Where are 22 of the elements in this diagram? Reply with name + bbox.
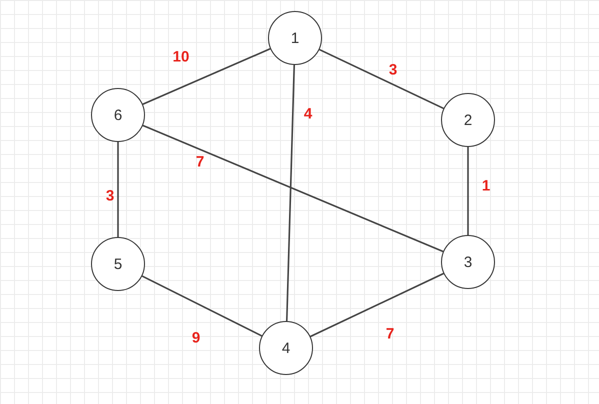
edge-weight: 10 [172,48,190,66]
graph-node: 1 [268,11,322,65]
edge-weight: 3 [106,188,114,204]
connector-line [286,64,296,322]
connector-line [467,147,469,235]
edge-weight: 7 [196,154,204,170]
connector-line [117,142,119,237]
connector-line [142,48,271,105]
graph-node: 2 [441,93,495,147]
edge-weight: 4 [304,106,312,122]
connector-line [142,275,262,337]
edge-weight: 1 [482,178,490,194]
edge-weight: 9 [192,330,200,346]
graph-node: 4 [259,321,313,375]
edge-weight: 3 [388,62,398,78]
graph-node: 3 [441,235,495,289]
connector-line [142,124,444,252]
connector-line [319,48,444,110]
graph-node: 5 [91,237,145,291]
edge-weight: 7 [386,326,394,342]
graph-node: 6 [91,88,145,142]
connector-line [310,272,444,338]
